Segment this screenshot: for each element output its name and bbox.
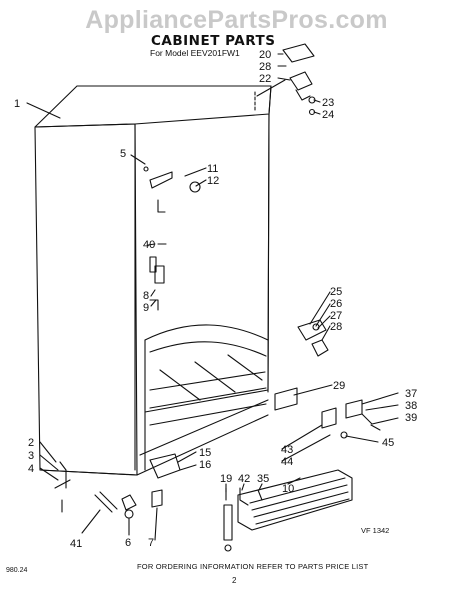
callout-43: 43 [281, 444, 293, 456]
callout-10: 10 [282, 483, 294, 495]
callout-6: 6 [125, 537, 131, 549]
callout-35: 35 [257, 473, 269, 485]
callout-12: 12 [207, 175, 219, 187]
callout-26: 26 [330, 298, 342, 310]
callout-5: 5 [120, 148, 126, 160]
leveling-leg [121, 494, 137, 511]
diagram-title: CABINET PARTS [151, 33, 276, 49]
callout-4: 4 [28, 463, 34, 475]
top-hinge [282, 43, 315, 63]
callout-29: 29 [333, 380, 345, 392]
callout-9: 9 [143, 302, 149, 314]
watermark: AppliancePartsPros.com [85, 6, 388, 34]
callout-1: 1 [14, 98, 20, 110]
cabinet-top [34, 85, 272, 128]
callout-3: 3 [28, 450, 34, 462]
callout-42: 42 [238, 473, 250, 485]
callout-2: 2 [28, 437, 34, 449]
callout-19: 19 [220, 473, 232, 485]
callout-37: 37 [405, 388, 417, 400]
callout-41: 41 [70, 538, 82, 550]
callout-23: 23 [322, 97, 334, 109]
callout-22: 22 [259, 73, 271, 85]
doc-code: 980.24 [6, 567, 28, 574]
callout-27: 27 [330, 310, 342, 322]
callout-15: 15 [199, 447, 211, 459]
callout-16: 16 [199, 459, 211, 471]
callout-38: 38 [405, 400, 417, 412]
kickplate-grille [237, 469, 353, 531]
callout-39: 39 [405, 412, 417, 424]
callout-24: 24 [322, 109, 334, 121]
callout-28-mid: 28 [330, 321, 342, 333]
callout-7: 7 [148, 537, 154, 549]
callout-8: 8 [143, 290, 149, 302]
ordering-note: FOR ORDERING INFORMATION REFER TO PARTS … [137, 562, 369, 571]
center-hinge [297, 319, 327, 341]
callout-45: 45 [382, 437, 394, 449]
callout-40: 40 [143, 239, 155, 251]
page-number: 2 [232, 576, 237, 585]
bracket-29 [274, 387, 298, 411]
callout-11: 11 [207, 163, 218, 175]
callout-28-top: 28 [259, 61, 271, 73]
model-subtitle: For Model EEV201FW1 [150, 48, 240, 58]
callout-20: 20 [259, 49, 271, 61]
callout-25: 25 [330, 286, 342, 298]
callout-44: 44 [281, 456, 293, 468]
drawing-code: VF 1342 [361, 526, 390, 535]
cabinet-front [34, 123, 138, 476]
thermostat-bracket [149, 171, 173, 189]
